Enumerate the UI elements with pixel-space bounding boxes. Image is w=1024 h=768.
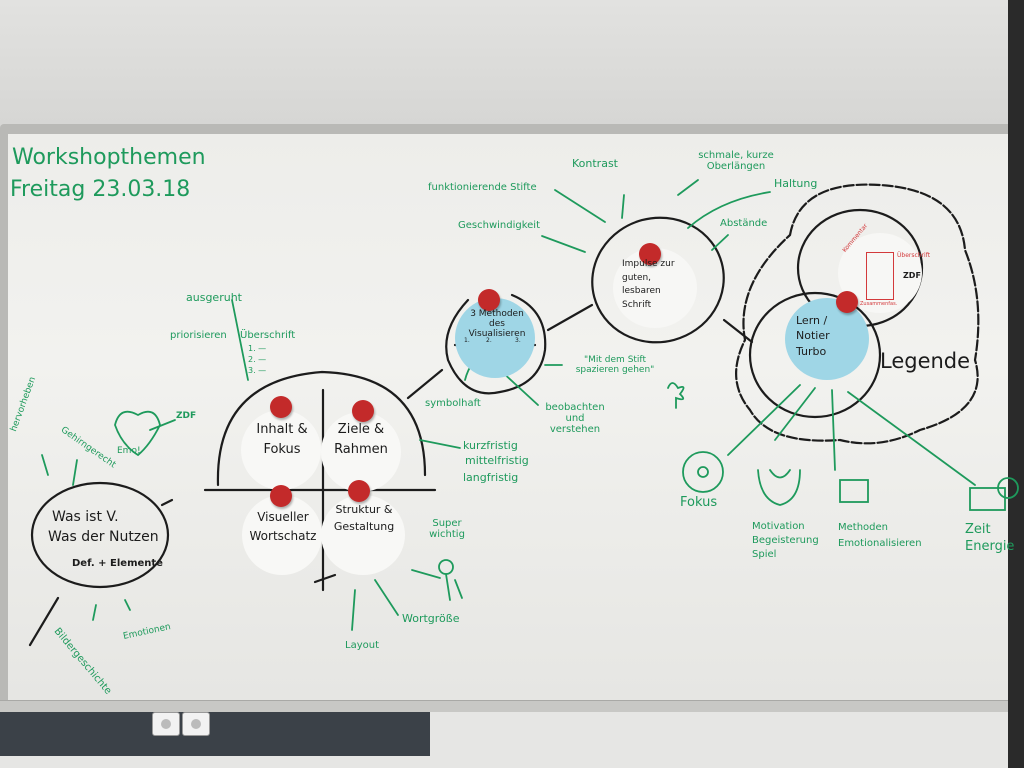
was-der-nutzen: Was der Nutzen	[48, 529, 159, 545]
red-card-zusammenfassung: Zusammenfas.	[860, 301, 898, 307]
inhalt-card	[241, 410, 321, 490]
was-ist-v: Was ist V.	[52, 509, 119, 525]
note-haltung: Haltung	[774, 177, 818, 190]
magnet[interactable]	[352, 400, 374, 422]
note-zdf: ZDF	[176, 411, 197, 421]
methods-col-2: 2.	[486, 337, 492, 344]
note-ueberschrift: Überschrift	[240, 330, 296, 341]
whiteboard	[8, 134, 1008, 700]
note-kontrast: Kontrast	[572, 157, 618, 170]
legend-fokus: Fokus	[680, 495, 718, 510]
note-funktionierende-stifte: funktionierende Stifte	[428, 182, 537, 193]
legend-zeit-energie: Zeit Energie	[965, 522, 1015, 554]
card-visueller-wortschatz: Visueller Wortschatz	[249, 510, 317, 544]
note-symbolhaft: symbolhaft	[425, 398, 481, 409]
note-layout: Layout	[345, 640, 379, 651]
document-icon	[866, 252, 894, 300]
turbo-card-text: Lern / Notier Turbo	[796, 314, 830, 358]
def-elemente: Def. + Elemente	[72, 558, 163, 569]
magnet[interactable]	[639, 243, 661, 265]
note-list-2: 2. —	[248, 355, 267, 364]
methods-col-3: 3.	[515, 337, 521, 344]
note-langfristig: langfristig	[463, 471, 519, 484]
card-ziele-rahmen: Ziele & Rahmen	[334, 422, 388, 457]
title-line1: Workshopthemen	[12, 145, 206, 170]
wall	[0, 0, 1024, 126]
magnet[interactable]	[270, 485, 292, 507]
marker-tray	[0, 700, 1012, 713]
methods-col-1: 1.	[464, 337, 470, 344]
note-ausgeruht: ausgeruht	[186, 291, 242, 304]
was-ist-circle	[30, 481, 170, 589]
note-mittelfristig: mittelfristig	[465, 454, 529, 467]
magnet[interactable]	[270, 396, 292, 418]
visueller-card	[242, 495, 322, 575]
turbo-card	[785, 298, 869, 380]
note-kurzfristig: kurzfristig	[463, 439, 518, 452]
power-socket	[152, 712, 180, 736]
methods-card-text: 3 Methoden des Visualisieren	[468, 309, 526, 339]
note-priorisieren: priorisieren	[170, 330, 227, 341]
struktur-card	[321, 495, 405, 575]
door-edge	[1008, 0, 1024, 768]
note-list-1: 1. —	[248, 344, 267, 353]
power-socket	[182, 712, 210, 736]
ziele-card	[321, 412, 401, 492]
title-line2: Freitag 23.03.18	[10, 177, 191, 202]
methods-ring	[445, 293, 547, 395]
schrift-card-text: Impulse zur guten, lesbaren Schrift	[622, 259, 675, 310]
magnet[interactable]	[836, 291, 858, 313]
magnet[interactable]	[348, 480, 370, 502]
note-emo: Emo!	[117, 446, 141, 456]
card-struktur-gestaltung: Struktur & Gestaltung	[333, 503, 395, 533]
note-list-3: 3. —	[248, 366, 267, 375]
legende-cloud	[735, 183, 980, 445]
cable-duct	[0, 712, 430, 756]
note-schmale-kurze: schmale, kurze Oberlängen	[698, 150, 774, 172]
red-card-zdf: ZDF	[903, 271, 921, 280]
legende-title: Legende	[880, 349, 971, 373]
note-mit-dem-stift: "Mit dem Stift spazieren gehen"	[575, 355, 655, 375]
legend-methoden: Methoden Emotionalisieren	[838, 522, 922, 549]
red-card-ueberschrift: Überschrift	[897, 252, 931, 259]
note-wortgroesse: Wortgröße	[402, 612, 460, 625]
note-abstaende: Abstände	[720, 218, 768, 229]
card-inhalt-fokus: Inhalt & Fokus	[256, 422, 308, 457]
note-super-wichtig: Super wichtig	[429, 518, 465, 540]
legend-motivation: Motivation Begeisterung Spiel	[752, 521, 819, 560]
methods-card	[455, 298, 535, 378]
schrift-ring	[591, 216, 725, 344]
legende-inner-ring-bottom	[748, 291, 882, 419]
note-beobachten: beobachten und verstehen	[545, 402, 605, 435]
magnet[interactable]	[478, 289, 500, 311]
note-geschwindigkeit: Geschwindigkeit	[458, 220, 541, 231]
dome-arc	[216, 370, 427, 487]
